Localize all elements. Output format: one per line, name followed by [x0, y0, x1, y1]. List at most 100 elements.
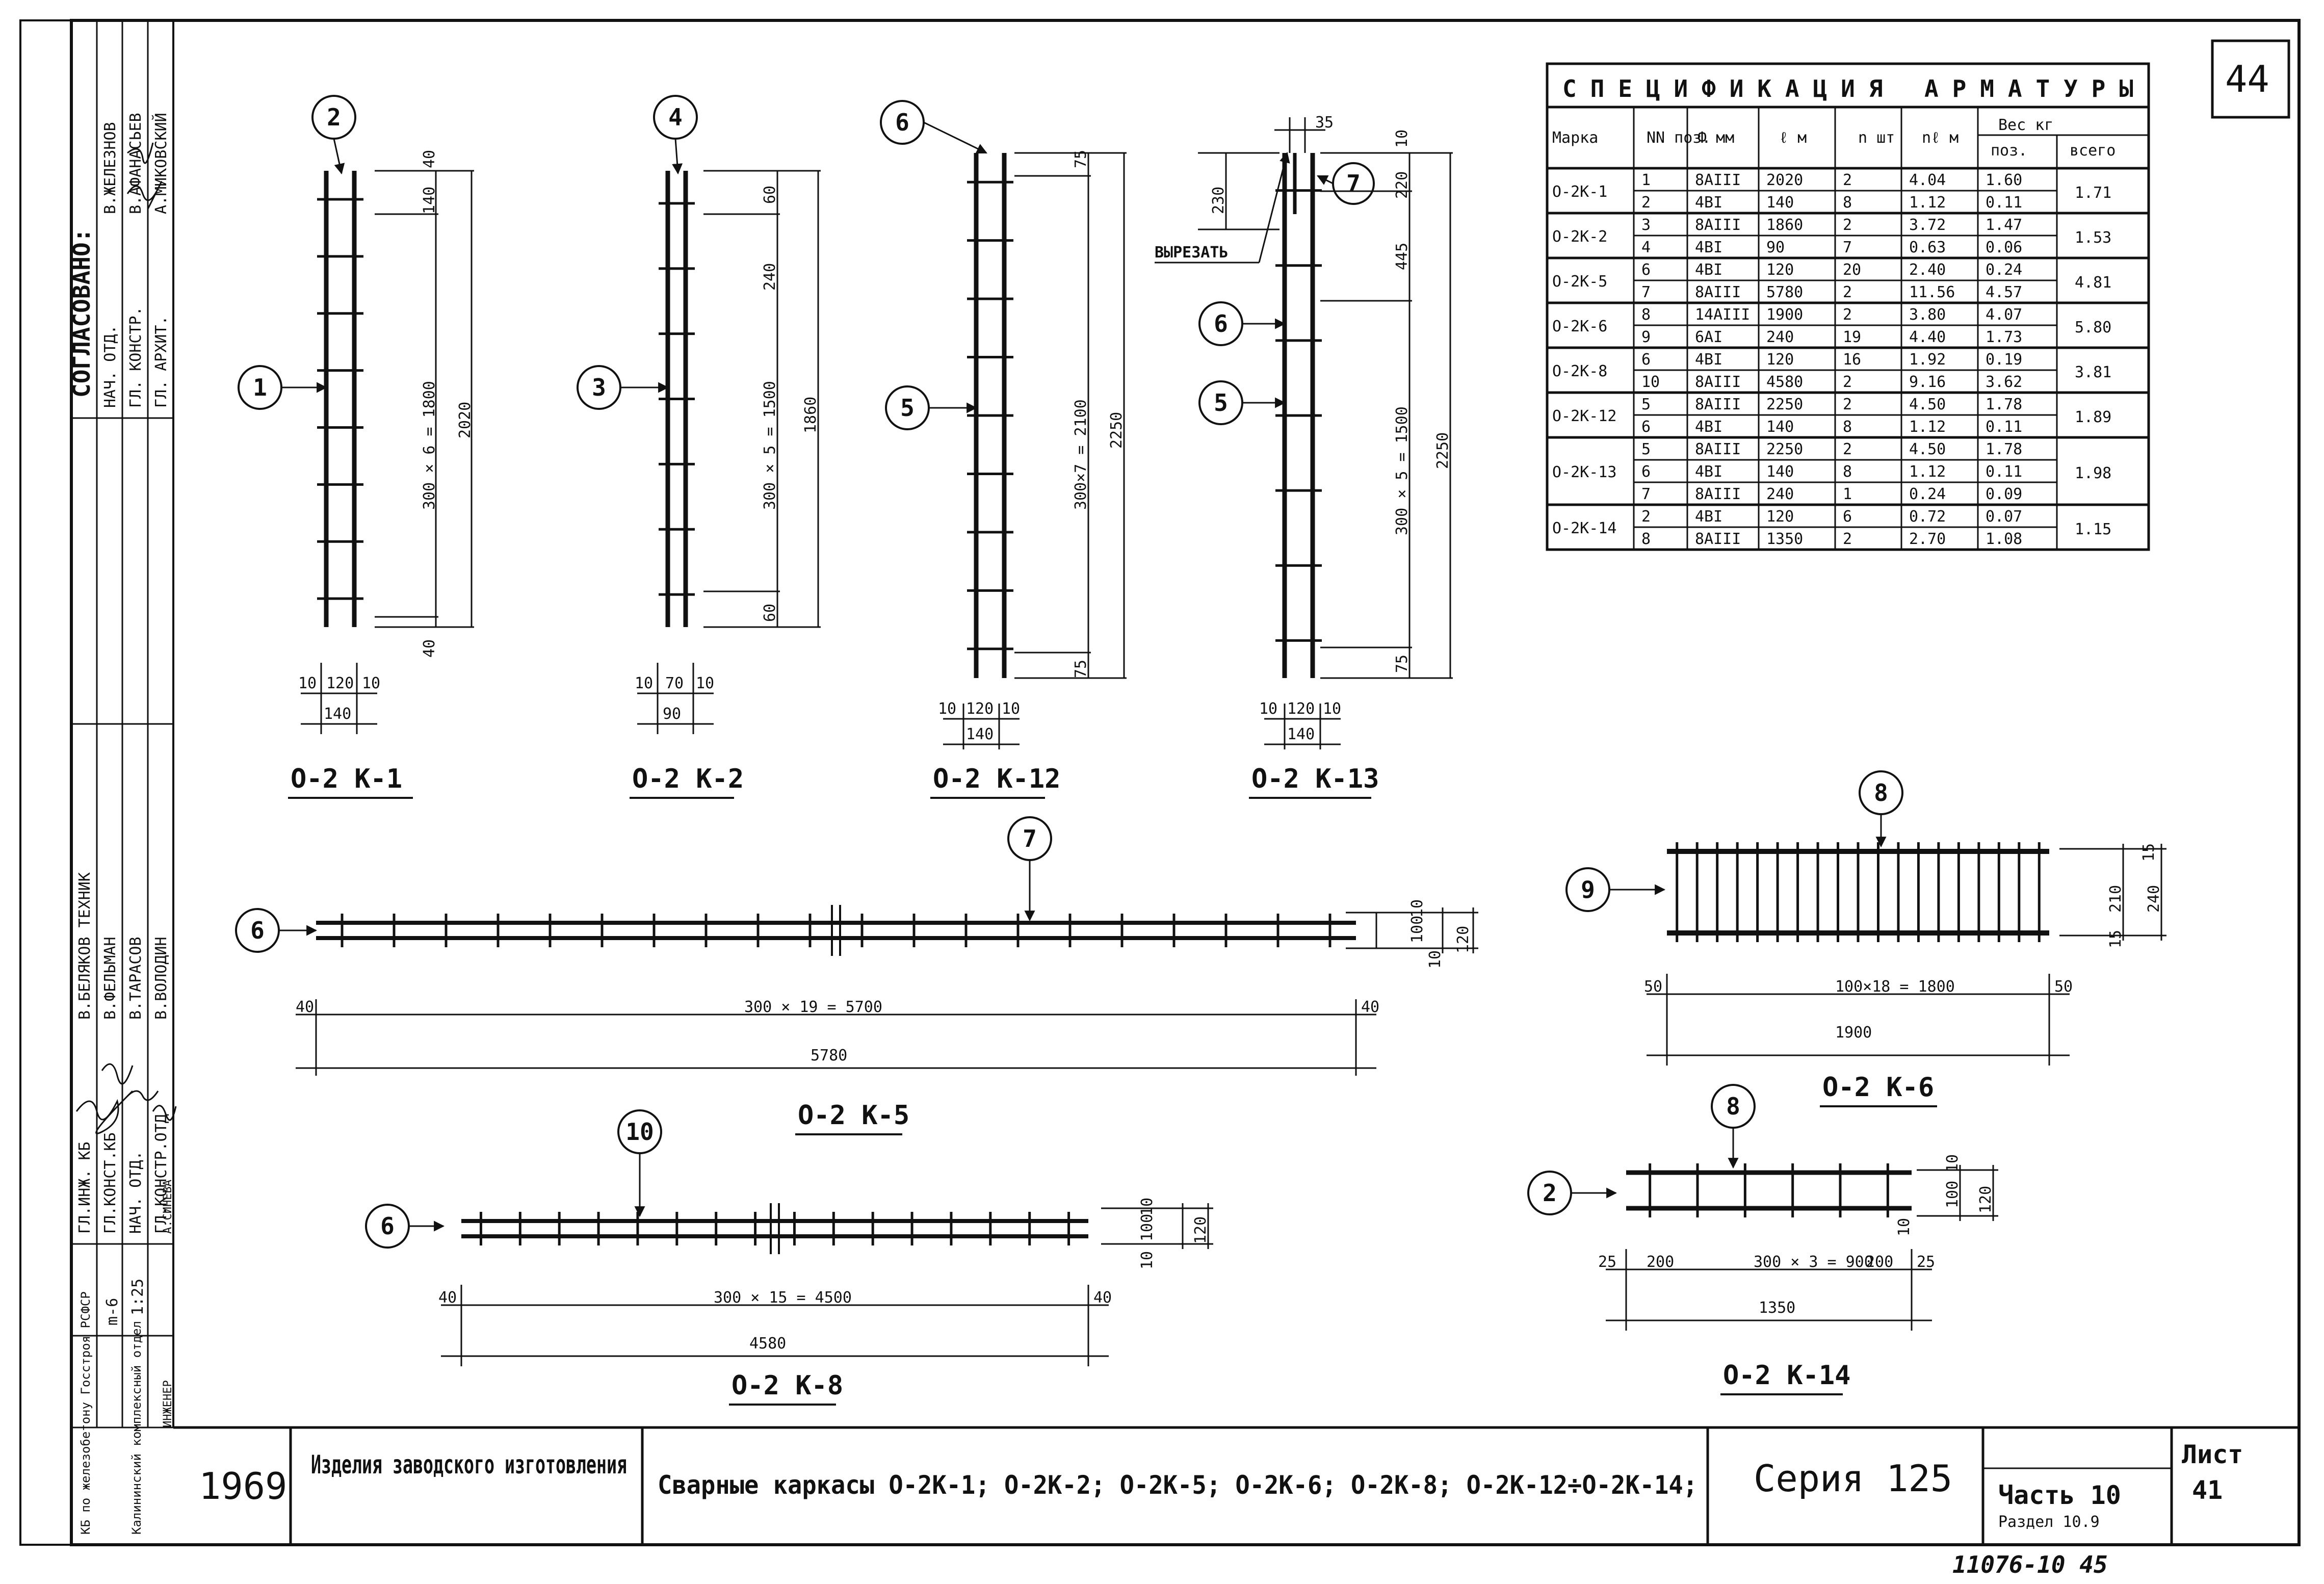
svg-text:15: 15 [2107, 930, 2125, 948]
svg-text:В.ТАРАСОВ: В.ТАРАСОВ [127, 937, 145, 1020]
spec-cell: 0.19 [1986, 351, 2022, 369]
approval-strip [71, 20, 173, 1429]
signature-marks [75, 142, 177, 1134]
spec-mark: О-2К-2 [1552, 228, 1607, 246]
svg-text:70: 70 [665, 674, 684, 692]
svg-text:50: 50 [1644, 978, 1662, 996]
svg-text:m-6: m-6 [103, 1298, 121, 1326]
cage-o2k1 [317, 171, 363, 627]
spec-cell: 6 [1641, 261, 1651, 279]
spec-cell: 9 [1641, 328, 1651, 346]
spec-cell: 0.24 [1909, 485, 1946, 503]
spec-cell: 2020 [1766, 171, 1803, 189]
spec-cell: 4580 [1766, 373, 1803, 391]
spec-total: 1.15 [2075, 521, 2111, 538]
spec-cell: 3.62 [1986, 373, 2022, 391]
spec-cell: 8 [1843, 418, 1852, 436]
svg-text:90: 90 [663, 705, 681, 723]
svg-text:10: 10 [1408, 899, 1426, 918]
svg-text:40: 40 [421, 150, 438, 168]
svg-text:ГЛ.ИНЖ. КБ: ГЛ.ИНЖ. КБ [76, 1141, 94, 1234]
sheet-number-box: 44 [2211, 39, 2290, 119]
spec-cell: 8 [1641, 530, 1651, 548]
spec-total: 1.71 [2075, 184, 2111, 202]
svg-text:300 × 6 = 1800: 300 × 6 = 1800 [421, 381, 438, 510]
spec-cell: 4.50 [1909, 396, 1946, 413]
spec-cell: 0.11 [1986, 194, 2022, 212]
svg-text:6: 6 [895, 109, 909, 136]
svg-text:10: 10 [298, 674, 317, 692]
spec-header: Ф мм [1698, 129, 1734, 147]
spec-cell: 10 [1641, 373, 1660, 391]
spec-header: n шт [1858, 129, 1895, 147]
svg-text:445: 445 [1393, 243, 1411, 270]
spec-cell: 14АIII [1695, 306, 1750, 324]
svg-text:240: 240 [2145, 885, 2163, 913]
cage-o2k2 [659, 171, 695, 627]
spec-cell: 19 [1843, 328, 1861, 346]
svg-text:В.БЕЛЯКОВ ТЕХНИК: В.БЕЛЯКОВ ТЕХНИК [76, 872, 94, 1020]
spec-cell: 8АIII [1695, 530, 1741, 548]
spec-cell: 4 [1641, 239, 1651, 256]
svg-text:ГЛ.КОНСТ.КБ: ГЛ.КОНСТ.КБ [101, 1132, 119, 1234]
spec-cell: 2 [1843, 171, 1852, 189]
spec-header: Марка [1552, 129, 1598, 147]
svg-text:40: 40 [438, 1289, 457, 1307]
svg-text:ГЛ.КОНСТР.ОТД: ГЛ.КОНСТР.ОТД [152, 1114, 170, 1234]
svg-text:2: 2 [327, 103, 341, 131]
svg-text:2250: 2250 [1108, 412, 1126, 449]
svg-text:1860: 1860 [802, 397, 820, 433]
spec-header: NN поз. [1647, 129, 1711, 147]
svg-text:140: 140 [966, 725, 994, 743]
spec-cell: 1.73 [1986, 328, 2022, 346]
svg-text:1: 1 [253, 374, 267, 401]
sheet-title: Сварные каркасы О-2К-1; О-2К-2; О-2К-5; … [658, 1470, 1698, 1500]
spec-cell: 2.40 [1909, 261, 1946, 279]
spec-cell: 1900 [1766, 306, 1803, 324]
spec-cell: 2 [1843, 530, 1852, 548]
svg-text:10: 10 [1323, 700, 1341, 718]
svg-text:5780: 5780 [811, 1047, 847, 1064]
spec-cell: 4.57 [1986, 283, 2022, 301]
svg-text:40: 40 [421, 639, 438, 658]
caption-o2k2: О-2 К-2 [632, 764, 744, 794]
spec-cell: 6АI [1695, 328, 1722, 346]
spec-cell: 6 [1641, 351, 1651, 369]
caption-o2k8: О-2 К-8 [732, 1370, 843, 1401]
spec-cell: 8АIII [1695, 396, 1741, 413]
svg-text:300 × 5 = 1500: 300 × 5 = 1500 [1393, 406, 1411, 535]
spec-cell: 3 [1641, 216, 1651, 234]
svg-text:1900: 1900 [1835, 1024, 1872, 1042]
svg-text:140: 140 [421, 187, 438, 214]
spec-cell: 8 [1843, 463, 1852, 481]
spec-cell: 4.07 [1986, 306, 2022, 324]
svg-text:В.ЖЕЛЕЗНОВ: В.ЖЕЛЕЗНОВ [101, 122, 119, 214]
spec-cell: 1350 [1766, 530, 1803, 548]
spec-cell: 1 [1843, 485, 1852, 503]
caption-o2k12: О-2 К-12 [933, 764, 1060, 794]
spec-cell: 0.09 [1986, 485, 2022, 503]
title-block-frame [173, 1426, 2299, 1545]
svg-text:300 × 15 = 4500: 300 × 15 = 4500 [714, 1289, 852, 1307]
spec-cell: 8АIII [1695, 171, 1741, 189]
svg-text:7: 7 [1346, 170, 1361, 197]
spec-cell: 2 [1843, 306, 1852, 324]
spec-cell: 2250 [1766, 440, 1803, 458]
spec-cell: 8 [1641, 306, 1651, 324]
svg-text:8: 8 [1726, 1093, 1740, 1120]
svg-text:10: 10 [1002, 700, 1020, 718]
spec-mark: О-2К-6 [1552, 318, 1607, 335]
spec-cell: 16 [1843, 351, 1861, 369]
svg-text:120: 120 [326, 674, 354, 692]
svg-text:10: 10 [1138, 1198, 1156, 1216]
cage-o2k6 [1667, 842, 2049, 942]
drawing-o2k8: 6 10 300 × 15 = 4500 4580 40 40 10 100 1… [365, 1109, 1213, 1406]
spec-cell: 1.08 [1986, 530, 2022, 548]
year: 1969 [199, 1465, 287, 1508]
spec-cell: 1.92 [1909, 351, 1946, 369]
svg-text:44: 44 [2225, 58, 2269, 100]
spec-cell: 8 [1843, 194, 1852, 212]
spec-cell: 1.78 [1986, 396, 2022, 413]
drawing-o2k6: 9 8 100×18 = 1800 1900 50 50 15 210 15 2… [1565, 770, 2166, 1107]
svg-text:ИНЖЕНЕР: ИНЖЕНЕР [162, 1380, 174, 1427]
